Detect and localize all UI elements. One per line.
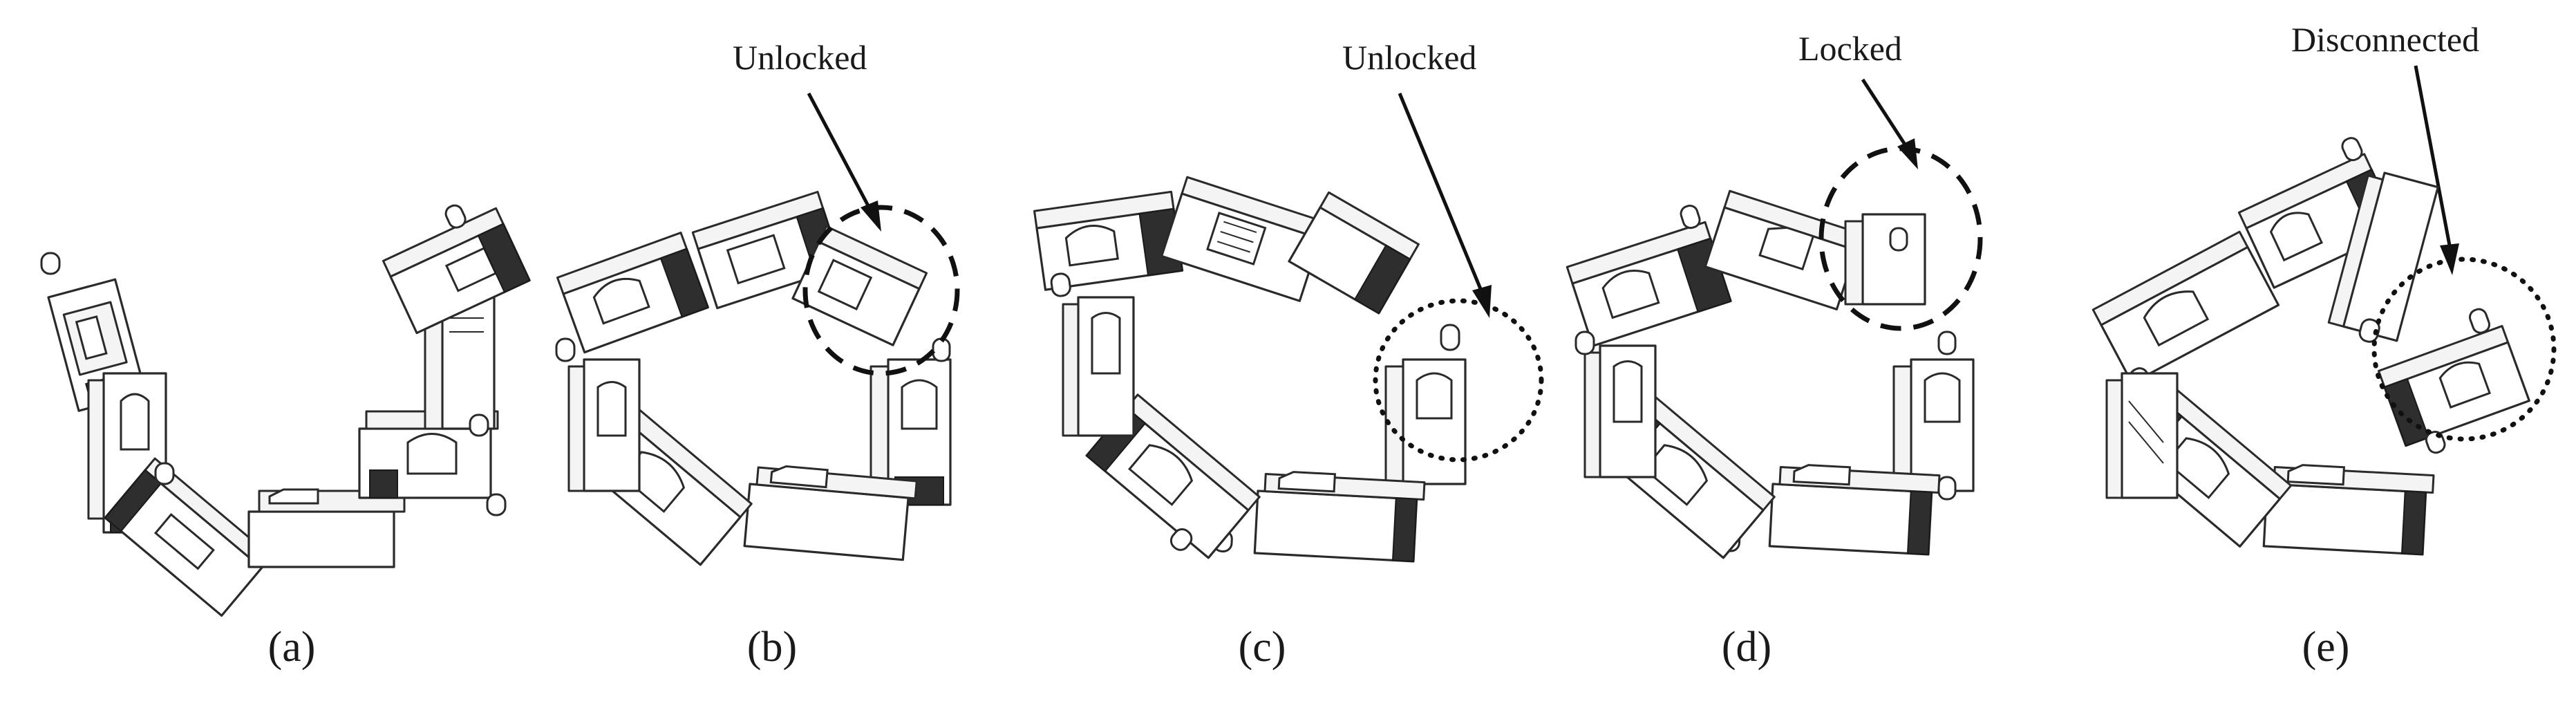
annotation-arrow-d — [1861, 78, 1918, 169]
panel-d-caption: (d) — [1721, 624, 1772, 671]
unlocked-joint-circle-c — [1373, 298, 1544, 463]
panel-e-caption: (e) — [2302, 624, 2350, 671]
panel-c-caption: (c) — [1238, 624, 1286, 671]
panel-e-illustration — [2091, 65, 2557, 556]
module-ring-e — [2091, 137, 2530, 556]
panel-e: Disconnected — [2060, 0, 2576, 708]
panel-b-caption: (b) — [746, 624, 798, 671]
panel-a: (a) — [0, 0, 531, 708]
module-d3 — [1844, 213, 1926, 306]
module-b3 — [791, 225, 928, 346]
module-chain-open — [40, 204, 531, 617]
panel-a-caption: (a) — [267, 624, 316, 671]
annotation-arrow-c — [1398, 93, 1492, 318]
module-7 — [382, 204, 531, 335]
module-ring-c — [1033, 176, 1467, 563]
disconnected-joint-circle-e — [2371, 257, 2557, 442]
module-ring-d — [1566, 189, 1975, 559]
module-1 — [47, 278, 147, 412]
module-c6 — [1085, 393, 1261, 559]
panel-e-annotation: Disconnected — [2291, 20, 2480, 59]
module-4 — [247, 488, 406, 568]
module-c3 — [1288, 191, 1420, 315]
locked-joint-circle-d — [1818, 146, 1983, 331]
module-d4 — [1892, 330, 1975, 501]
module-b7 — [555, 337, 641, 492]
module-c4 — [1384, 324, 1467, 485]
module-b2 — [691, 191, 844, 310]
panel-b-annotation: Unlocked — [733, 38, 867, 77]
module-d5 — [1720, 464, 1941, 556]
module-c1 — [1033, 190, 1184, 297]
panel-b-illustration — [555, 92, 960, 566]
module-e4 — [2377, 308, 2530, 454]
module-d1 — [1566, 205, 1732, 347]
module-d2 — [1704, 189, 1863, 310]
module-e7 — [2105, 372, 2179, 499]
module-e1 — [2091, 230, 2280, 391]
panel-b: Unlocked — [515, 0, 1030, 708]
module-e3 — [2327, 171, 2439, 343]
panel-d-illustration — [1566, 78, 1983, 559]
module-ring-b — [555, 191, 952, 566]
peg-1 — [40, 252, 61, 275]
panel-d: Locked — [1545, 0, 2060, 708]
unlocked-joint-circle-b — [802, 205, 960, 376]
module-e5 — [2262, 464, 2435, 556]
module-b1 — [556, 232, 709, 354]
panel-a-illustration — [40, 204, 531, 617]
panel-c-annotation: Unlocked — [1342, 38, 1477, 77]
module-d7 — [1574, 330, 1657, 478]
panel-c: Unlocked — [1030, 0, 1545, 708]
panel-c-illustration — [1033, 93, 1544, 563]
module-3 — [104, 457, 273, 617]
module-c7 — [1062, 296, 1135, 437]
panel-d-annotation: Locked — [1798, 29, 1902, 68]
